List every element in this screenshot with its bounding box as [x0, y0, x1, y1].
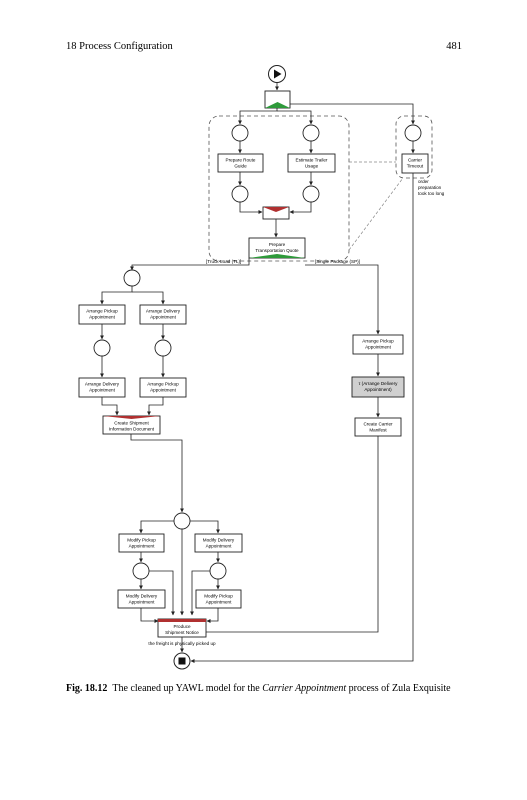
task-modify-delivery-appointment-2	[117, 589, 166, 609]
task-label: Arrange Pickup	[86, 309, 118, 314]
task-label: Usage	[305, 164, 319, 169]
task-carrier-timeout	[401, 153, 429, 174]
task-label: Appointment	[206, 600, 233, 605]
task-label: Arrange Delivery	[85, 382, 120, 387]
task-label: Appointment	[89, 388, 116, 393]
figure-caption: Fig. 18.12 The cleaned up YAWL model for…	[66, 683, 466, 694]
figure-label: Fig. 18.12	[66, 683, 108, 694]
task-label: Create Shipment	[114, 421, 149, 426]
or-join-marker	[158, 619, 206, 622]
running-header: 18 Process Configuration	[66, 41, 173, 52]
task-label: Prepare Route	[226, 158, 256, 163]
task-label: Arrange Pickup	[362, 339, 394, 344]
and-join-marker	[103, 416, 160, 419]
and-join-marker	[263, 207, 289, 212]
task-label: Transportation Quote	[255, 248, 299, 253]
task-modify-delivery-appointment	[194, 533, 243, 553]
xor-split-marker	[249, 254, 305, 258]
condition	[209, 562, 227, 580]
task-label: Guide	[234, 164, 247, 169]
branch-label-truckload: [Truck-Load (TL)]	[206, 259, 241, 264]
cancellation-region	[208, 115, 350, 262]
task-label: Appointment	[150, 315, 177, 320]
caption-italic: Carrier Appointment	[262, 683, 347, 694]
page-number: 481	[446, 41, 462, 52]
task-estimate-trailer-usage	[287, 153, 336, 173]
task-label: Produce	[173, 624, 191, 629]
task-label: Modify Pickup	[204, 594, 233, 599]
task-label: Modify Delivery	[126, 594, 158, 599]
task-label: Arrange Pickup	[147, 382, 179, 387]
task-label: Modify Delivery	[203, 538, 235, 543]
task-modify-pickup-appointment-2	[195, 589, 242, 609]
task-label: Appointment	[206, 544, 233, 549]
task-label: Information Document	[109, 427, 155, 432]
timeout-region	[395, 115, 433, 179]
stop-icon	[178, 657, 186, 665]
task-label: Shipment Notice	[165, 630, 199, 635]
condition	[132, 562, 150, 580]
start-icon	[274, 69, 282, 79]
task-label: Estimate Trailer	[296, 158, 328, 163]
task-modify-pickup-appointment	[118, 533, 165, 553]
task-label: Appointment	[89, 315, 116, 320]
task-prepare-route-guide	[217, 153, 264, 173]
condition	[123, 269, 141, 287]
task-label: Modify Pickup	[127, 538, 156, 543]
task-label: Manifest	[369, 428, 387, 433]
region-link-bottom	[348, 177, 404, 251]
task-label: Appointment	[129, 600, 156, 605]
branch-label-single-package: [Single Package (SP)]	[315, 259, 360, 264]
condition	[93, 339, 111, 357]
caption-text-end: process of Zula Exquisite	[348, 683, 451, 694]
task-label: Appointment	[150, 388, 177, 393]
condition	[231, 124, 249, 142]
and-split-marker	[265, 102, 290, 108]
condition	[173, 512, 191, 530]
task-label: Appointment	[129, 544, 156, 549]
condition	[404, 124, 422, 142]
condition	[154, 339, 172, 357]
task-label: Create Carrier	[363, 422, 393, 427]
task-label: Timeout	[407, 164, 424, 169]
task-label: Arrange Delivery	[146, 309, 181, 314]
task-label: Prepare	[269, 242, 286, 247]
task-label: τ (Arrange Delivery	[359, 381, 399, 386]
condition	[302, 185, 320, 203]
caption-text: The cleaned up YAWL model for the	[112, 683, 260, 694]
task-label: Appointment)	[364, 387, 392, 392]
task-label: Appointment	[365, 345, 392, 350]
condition	[231, 185, 249, 203]
condition	[302, 124, 320, 142]
task-label: Carrier	[408, 158, 423, 163]
